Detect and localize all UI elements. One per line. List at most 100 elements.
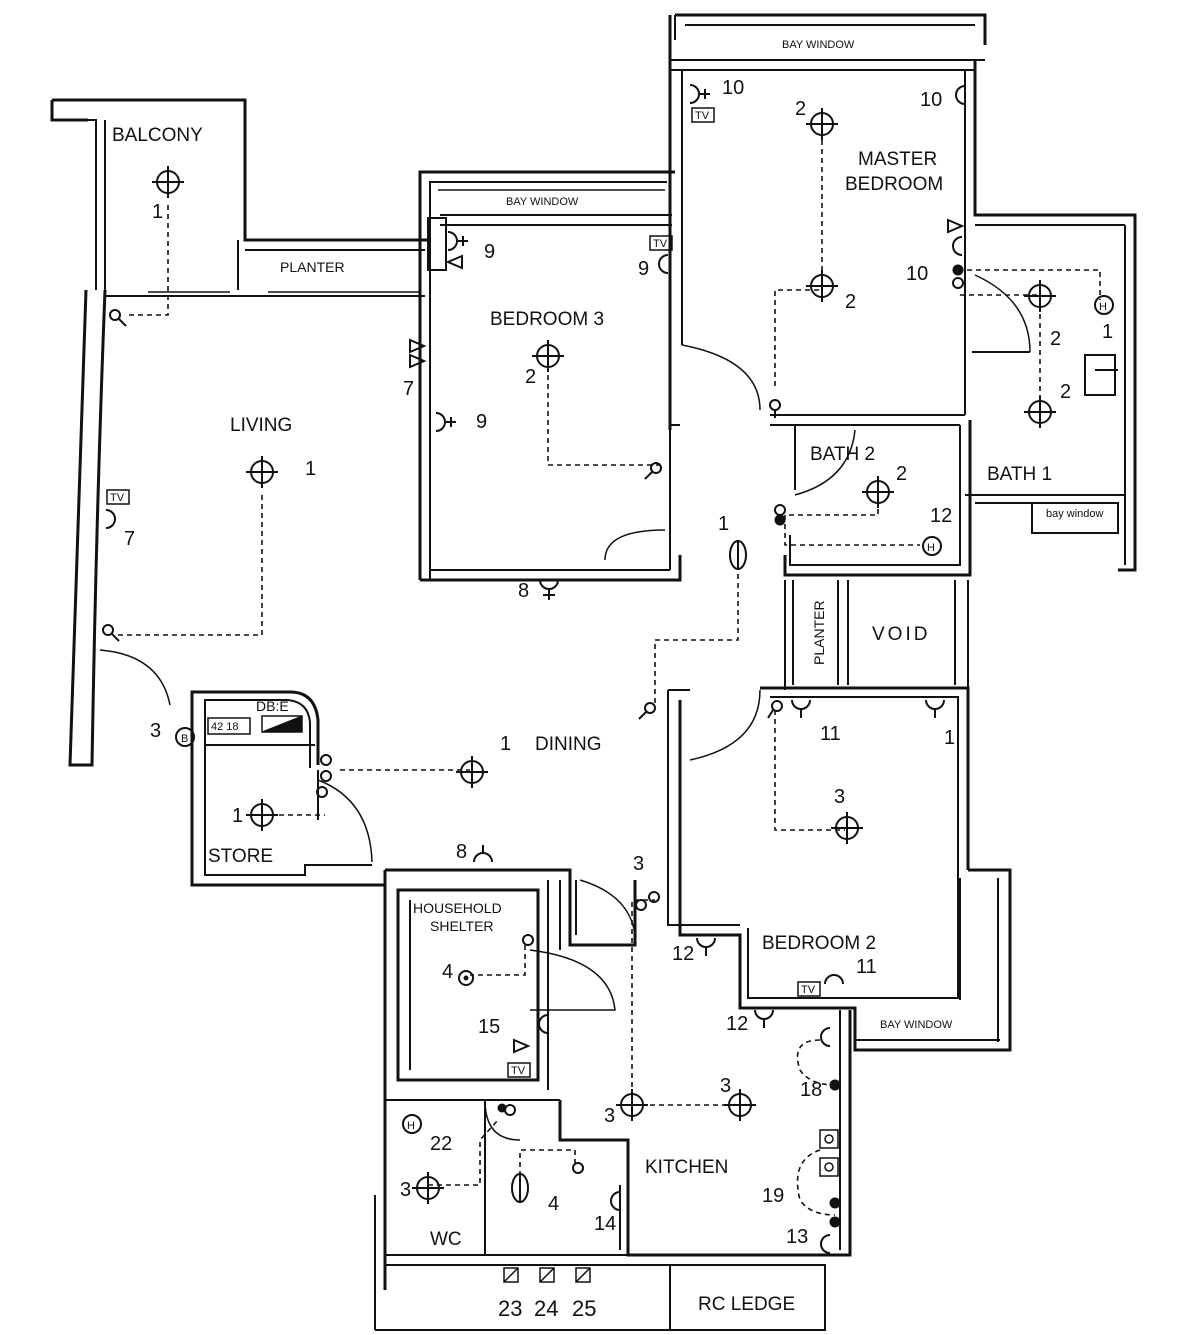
light-fixture-kitchen-b <box>724 1089 756 1121</box>
label-bay-window-bath1: bay window <box>1046 508 1104 520</box>
circuit-number: 2 <box>1060 381 1071 403</box>
tv-icon: TV <box>110 492 125 504</box>
room-label-wc: WC <box>430 1229 462 1250</box>
light-fixture-bath2 <box>862 476 894 508</box>
light-fixture-bath1-a <box>1024 280 1056 312</box>
light-fixture-bath1-b <box>1024 396 1056 428</box>
circuit-number: 1 <box>305 458 316 480</box>
heater-icon: H <box>407 1120 415 1132</box>
circuit-number: 1 <box>232 805 243 827</box>
circuit-numbers: 1 1 7 7 3 9 9 9 2 8 10 10 10 2 2 2 2 1 2… <box>124 77 1113 1321</box>
label-db: DB:E <box>256 698 289 714</box>
room-label-living: LIVING <box>230 415 292 436</box>
circuit-number: 3 <box>400 1179 411 1201</box>
circuit-number: 23 <box>498 1296 522 1321</box>
circuit-number: 24 <box>534 1296 558 1321</box>
circuit-number: 1 <box>718 513 729 535</box>
circuit-number: 10 <box>722 77 744 99</box>
light-fixture-bedroom3 <box>532 340 564 372</box>
circuit-number: 11 <box>820 723 841 745</box>
circuit-number: 3 <box>150 720 161 742</box>
room-label-rc-ledge: RC LEDGE <box>698 1294 795 1315</box>
walls <box>50 13 1137 1331</box>
heater-icon: H <box>1099 301 1107 313</box>
circuit-number: 1 <box>152 201 163 223</box>
tv-icon: TV <box>511 1065 526 1077</box>
light-fixture-master-b <box>806 270 838 302</box>
circuit-number: 3 <box>604 1105 615 1127</box>
circuit-number: 7 <box>124 528 135 550</box>
heater-icon: H <box>927 542 935 554</box>
light-fixture-balcony <box>152 166 184 198</box>
tv-icon: TV <box>695 110 710 122</box>
circuit-number: 3 <box>633 853 644 875</box>
circuit-number: 14 <box>594 1213 616 1235</box>
room-label-planter-vertical: PLANTER <box>811 600 827 665</box>
circuit-number: 25 <box>572 1296 596 1321</box>
light-fixture-wc <box>412 1172 444 1204</box>
room-label-planter-top: PLANTER <box>280 259 345 275</box>
circuit-number: 2 <box>525 366 536 388</box>
circuit-number: 19 <box>762 1185 784 1207</box>
circuit-number: 10 <box>920 89 942 111</box>
light-fixtures <box>152 108 1056 1204</box>
bell-icon: B <box>181 733 188 745</box>
circuit-number: 12 <box>726 1013 748 1035</box>
switches <box>102 264 964 1228</box>
symbol-boxes: TV TV TV TV TV H H H B 42 18 <box>106 107 1114 1283</box>
circuit-number: 12 <box>672 943 694 965</box>
circuit-number: 1 <box>1102 321 1113 343</box>
light-fixture-corridor <box>729 540 747 570</box>
room-label-bath1: BATH 1 <box>987 464 1052 485</box>
circuit-number: 2 <box>845 291 856 313</box>
circuit-number: 9 <box>638 258 649 280</box>
room-label-kitchen: KITCHEN <box>645 1157 728 1178</box>
room-label-store: STORE <box>208 846 273 867</box>
circuit-number: 8 <box>518 580 529 602</box>
label-bay-window-b3: BAY WINDOW <box>506 196 579 208</box>
circuit-number: 22 <box>430 1133 452 1155</box>
circuit-number: 10 <box>906 263 928 285</box>
circuit-number: 13 <box>786 1226 808 1248</box>
label-bay-window-b2: BAY WINDOW <box>880 1019 953 1031</box>
wiring <box>115 140 1101 1216</box>
room-label-bath2: BATH 2 <box>810 444 875 465</box>
light-fixture-store <box>246 799 278 831</box>
room-label-master-line1: MASTER <box>858 149 937 170</box>
light-fixture-bedroom2 <box>831 812 863 844</box>
circuit-number: 18 <box>800 1079 822 1101</box>
light-fixture-kitchen-a <box>616 1089 648 1121</box>
circuit-number: 15 <box>478 1016 500 1038</box>
circuit-number: 12 <box>930 505 952 527</box>
label-bay-window-master: BAY WINDOW <box>782 39 855 51</box>
sockets <box>105 84 966 1254</box>
circuit-number: 1 <box>944 727 955 749</box>
circuit-number: 2 <box>896 463 907 485</box>
room-label-household-line1: HOUSEHOLD <box>413 900 502 916</box>
circuit-number: 8 <box>456 841 467 863</box>
room-label-household-line2: SHELTER <box>430 918 494 934</box>
light-fixture-shelter <box>458 970 474 986</box>
room-label-master-line2: BEDROOM <box>845 174 943 195</box>
room-label-bedroom2: BEDROOM 2 <box>762 933 876 954</box>
circuit-number: 1 <box>500 733 511 755</box>
circuit-number: 2 <box>795 98 806 120</box>
circuit-number: 3 <box>720 1075 731 1097</box>
room-labels: BALCONY LIVING PLANTER BEDROOM 3 BAY WIN… <box>112 39 1104 1315</box>
circuit-number: 9 <box>484 241 495 263</box>
doors <box>99 274 1031 1141</box>
room-label-balcony: BALCONY <box>112 125 203 146</box>
circuit-number: 11 <box>856 956 877 978</box>
circuit-number: 9 <box>476 411 487 433</box>
circuit-number: 4 <box>548 1193 559 1215</box>
tv-icon: TV <box>653 238 668 250</box>
circuit-number: 7 <box>403 378 414 400</box>
circuit-number: 2 <box>1050 328 1061 350</box>
room-label-void: VOID <box>872 624 930 645</box>
db-meter-label: 42 18 <box>211 721 239 733</box>
light-fixture-master-a <box>806 108 838 140</box>
room-label-bedroom3: BEDROOM 3 <box>490 309 604 330</box>
light-fixture-dining <box>456 756 488 788</box>
tv-icon: TV <box>801 984 816 996</box>
